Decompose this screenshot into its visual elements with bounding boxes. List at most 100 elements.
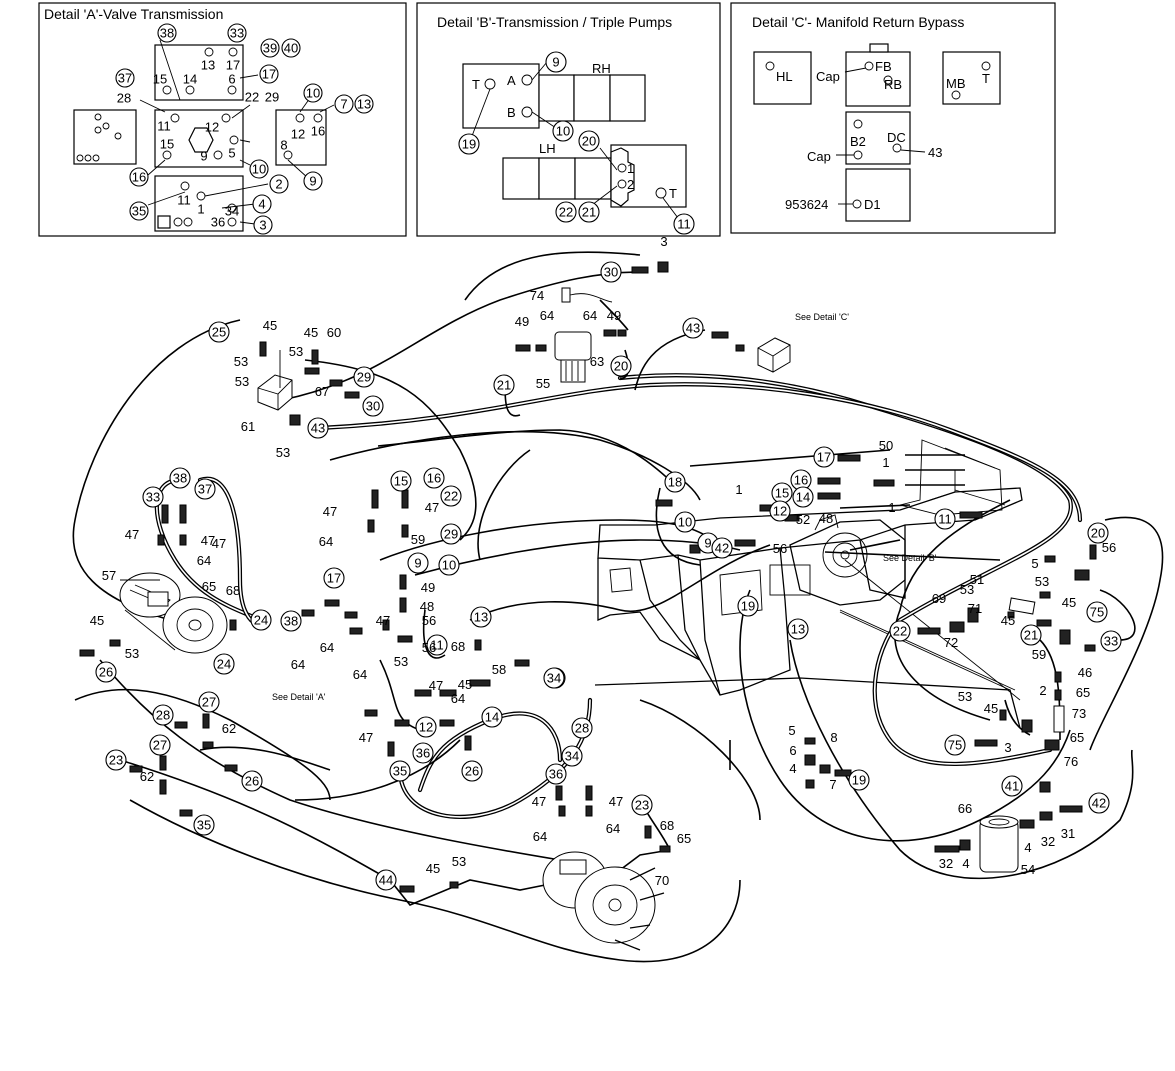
part-label-2-40: 2 <box>1039 683 1046 698</box>
part-label-49-57: 49 <box>421 580 435 595</box>
filter-assembly <box>554 287 613 383</box>
part-label-1-20: 1 <box>735 482 742 497</box>
svg-text:20: 20 <box>614 359 628 374</box>
svg-text:16: 16 <box>427 471 441 486</box>
detail-a-item-10: 37 <box>115 68 135 88</box>
svg-text:4: 4 <box>258 197 265 212</box>
svg-text:36: 36 <box>211 215 225 230</box>
detail-a-item-7: 15 <box>153 72 167 87</box>
svg-text:28: 28 <box>156 708 170 723</box>
svg-text:22: 22 <box>444 489 458 504</box>
callout-20-60: 20 <box>1087 522 1109 544</box>
part-label-53-16: 53 <box>276 445 290 460</box>
detail-a-item-24: 13 <box>354 94 374 114</box>
callout-15-52: 15 <box>771 482 793 504</box>
callout-34-81: 34 <box>543 667 565 689</box>
part-label-56-61: 56 <box>422 640 436 655</box>
callout-43-31: 43 <box>307 417 329 439</box>
svg-text:6: 6 <box>228 72 235 87</box>
svg-text:14: 14 <box>796 490 810 505</box>
part-label-68-63: 68 <box>451 639 465 654</box>
svg-text:41: 41 <box>1005 779 1019 794</box>
detail-a-item-21: 16 <box>311 124 325 139</box>
part-label-65-36: 65 <box>1076 685 1090 700</box>
callout-29-29: 29 <box>353 366 375 388</box>
svg-text:15: 15 <box>160 137 174 152</box>
svg-text:22: 22 <box>245 90 259 105</box>
part-label-60-12: 60 <box>327 325 341 340</box>
part-label-64-3: 64 <box>540 308 554 323</box>
part-label-47-60: 47 <box>376 613 390 628</box>
svg-text:37: 37 <box>118 71 132 86</box>
callout-11-59: 11 <box>934 508 956 530</box>
callout-11-45: 11 <box>426 634 448 656</box>
svg-text:26: 26 <box>99 665 113 680</box>
callout-25-28: 25 <box>208 321 230 343</box>
svg-text:10: 10 <box>556 124 570 139</box>
part-label-31-83: 31 <box>1061 826 1075 841</box>
part-label-47-44: 47 <box>323 504 337 519</box>
detail-a-item-26: 15 <box>160 137 174 152</box>
hose-network <box>72 251 1164 963</box>
callout-10-54: 10 <box>674 511 696 533</box>
callout-11-26: 11 <box>673 213 695 235</box>
callout-13-46: 13 <box>470 606 492 628</box>
annotation-see-detail-c: See Detail 'C' <box>795 312 849 322</box>
svg-text:38: 38 <box>284 614 298 629</box>
detail-c-dc: DC <box>887 130 906 145</box>
svg-text:22: 22 <box>893 624 907 639</box>
svg-text:9: 9 <box>309 174 316 189</box>
detail-c-part-number: 953624 <box>785 197 828 212</box>
part-label-50-17: 50 <box>879 438 893 453</box>
part-label-5-24: 5 <box>1031 556 1038 571</box>
svg-text:38: 38 <box>160 26 174 41</box>
svg-text:20: 20 <box>1091 526 1105 541</box>
detail-b-rh: RH <box>592 61 611 76</box>
part-label-51-26: 51 <box>970 572 984 587</box>
part-label-64-88: 64 <box>533 829 547 844</box>
part-label-45-8: 45 <box>263 318 277 333</box>
part-label-53-13: 53 <box>235 374 249 389</box>
callout-9-20: 9 <box>545 51 567 73</box>
hydraulic-motor-left <box>119 572 228 654</box>
svg-text:12: 12 <box>419 720 433 735</box>
part-label-48-58: 48 <box>420 599 434 614</box>
svg-text:43: 43 <box>311 421 325 436</box>
callout-17-42: 17 <box>323 567 345 589</box>
callout-42-89: 42 <box>1088 792 1110 814</box>
part-label-48-22: 48 <box>819 511 833 526</box>
detail-b-title: Detail 'B'-Transmission / Triple Pumps <box>437 14 672 30</box>
detail-a-item-28: 9 <box>303 171 323 191</box>
svg-text:19: 19 <box>741 599 755 614</box>
part-label-54-85: 54 <box>1021 862 1035 877</box>
svg-text:12: 12 <box>291 127 305 142</box>
callout-17-49: 17 <box>813 446 835 468</box>
svg-text:21: 21 <box>582 205 596 220</box>
part-label-68-90: 68 <box>660 818 674 833</box>
part-label-53-11: 53 <box>289 344 303 359</box>
callout-10-44: 10 <box>438 554 460 576</box>
svg-text:9: 9 <box>414 556 421 571</box>
svg-text:40: 40 <box>284 41 298 56</box>
part-label-53-30: 53 <box>1035 574 1049 589</box>
callout-23-85: 23 <box>631 794 653 816</box>
svg-text:35: 35 <box>393 764 407 779</box>
callout-35-75: 35 <box>193 814 215 836</box>
callout-24-67: 24 <box>250 609 272 631</box>
detail-a-item-35: 36 <box>211 215 225 230</box>
svg-text:28: 28 <box>575 721 589 736</box>
part-label-61-15: 61 <box>241 419 255 434</box>
detail-b-port-t2: T <box>669 186 677 201</box>
svg-text:34: 34 <box>225 204 239 219</box>
detail-a-item-33: 34 <box>225 204 239 219</box>
svg-text:35: 35 <box>132 204 146 219</box>
svg-text:15: 15 <box>153 72 167 87</box>
svg-text:15: 15 <box>775 486 789 501</box>
check-valve <box>1008 597 1036 615</box>
callout-27-69: 27 <box>198 691 220 713</box>
part-label-71-32: 71 <box>968 601 982 616</box>
callout-24-70: 24 <box>213 653 235 675</box>
part-label-65-91: 65 <box>677 831 691 846</box>
part-label-45-92: 45 <box>426 861 440 876</box>
